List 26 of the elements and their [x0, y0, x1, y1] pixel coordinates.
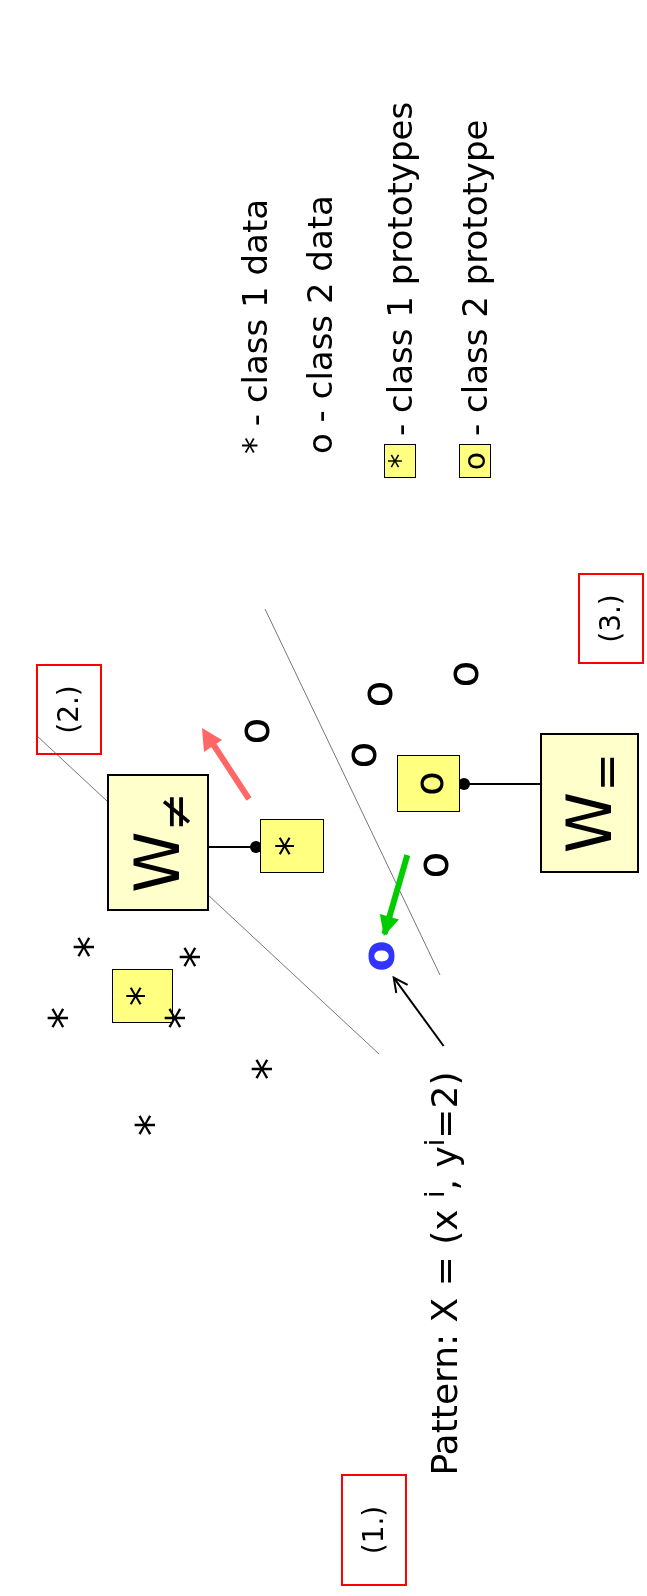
- prototype-box: o: [397, 755, 460, 812]
- connector-line: [208, 841, 262, 853]
- data-point: o: [355, 680, 399, 708]
- data-point: *: [70, 936, 114, 958]
- legend-text: - class 2 prototype: [458, 119, 492, 436]
- data-point: *: [44, 1007, 88, 1029]
- legend-text: * - class 1 data: [238, 198, 272, 454]
- data-point: o: [339, 741, 383, 769]
- legend-text: - class 1 prototypes: [383, 101, 417, 436]
- step-number-box: (1.): [341, 1474, 407, 1586]
- step-number-box: (3.): [578, 573, 644, 664]
- data-point: *: [248, 1058, 292, 1080]
- data-point: *: [176, 946, 220, 968]
- legend-swatch: *: [384, 444, 416, 478]
- step-number-box: (2.): [36, 664, 102, 755]
- data-point: o: [441, 660, 485, 688]
- data-point: *: [131, 1114, 175, 1136]
- prototype-box: *: [260, 819, 324, 873]
- legend-text: o - class 2 data: [303, 195, 337, 454]
- arrow: [392, 976, 445, 1047]
- data-point: o: [411, 851, 455, 879]
- pattern-point: o: [350, 936, 405, 976]
- data-point: o: [232, 717, 276, 745]
- legend-swatch: o: [459, 444, 491, 478]
- movement-arrow: [379, 854, 411, 936]
- connector-line: [458, 778, 541, 790]
